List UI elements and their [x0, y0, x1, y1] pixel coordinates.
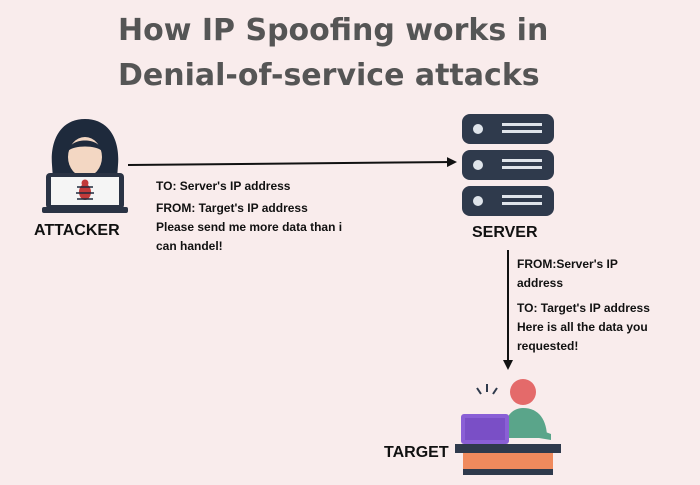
bug-icon — [76, 179, 94, 200]
request-body-line-1: Please send me more data than i — [156, 220, 343, 234]
attacker-to-server-arrow — [127, 157, 457, 168]
request-from: FROM: Target's IP address — [156, 201, 308, 215]
response-from-line-2: address — [517, 276, 564, 290]
spoofed-request-message: TO: Server's IP address FROM: Target's I… — [156, 177, 342, 256]
server-response-message: FROM:Server's IP address TO: Target's IP… — [517, 255, 650, 356]
response-body-line-1: Here is all the data you — [517, 320, 648, 334]
request-to: TO: Server's IP address — [156, 179, 291, 193]
title-line-1: How IP Spoofing works in — [118, 13, 549, 48]
response-to: TO: Target's IP address — [517, 301, 650, 315]
server-label: SERVER — [472, 224, 538, 241]
server-icon — [458, 110, 558, 222]
title-line-2: Denial-of-service attacks — [118, 58, 540, 93]
attacker-label: ATTACKER — [34, 222, 120, 239]
response-body-line-2: requested! — [517, 339, 579, 353]
diagram-title: How IP Spoofing works in Denial-of-servi… — [118, 8, 548, 98]
response-from-line-1: FROM:Server's IP — [517, 257, 618, 271]
hacker-icon — [40, 115, 130, 219]
request-body-line-2: can handel! — [156, 239, 223, 253]
target-person-icon — [455, 372, 565, 481]
target-label: TARGET — [384, 444, 449, 461]
